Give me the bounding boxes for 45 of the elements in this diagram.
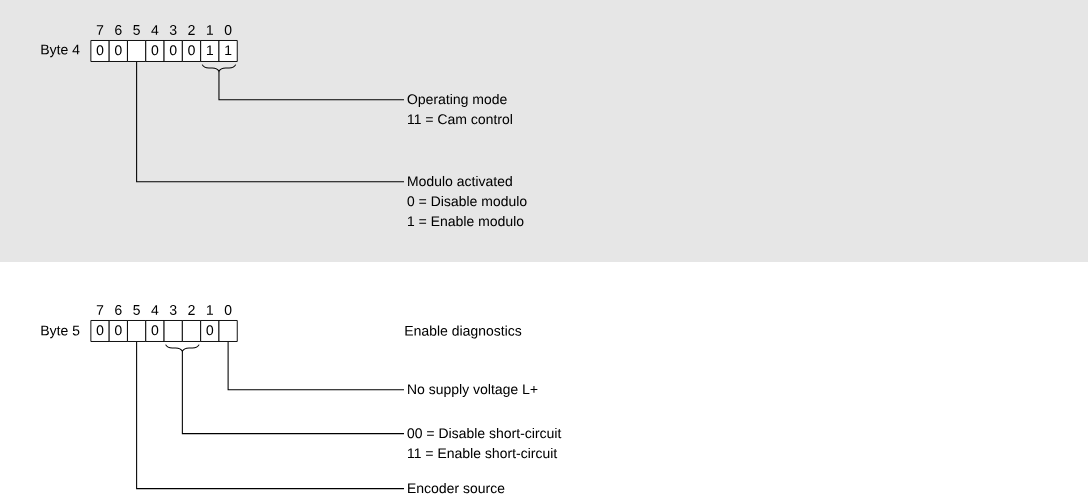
bit-number: 1 [207,305,213,315]
description-text: No supply voltage L+ [408,383,538,397]
bit-cell: 0 [145,320,165,342]
leader-line [181,350,405,435]
leader-line [136,341,405,490]
description-text: 00 = Disable short-circuit 11 = Enable short-circuit [407,427,562,459]
bit-cell: 0 [163,40,183,62]
bit-number: 7 [96,305,104,315]
bit-cell: 0 [108,320,128,342]
leader-line [227,341,405,391]
bit-cell: 0 [200,320,220,342]
empty-bit-cell [218,320,238,342]
byte-label: Byte 5 [41,325,80,339]
empty-bit-cell [127,320,147,342]
byte-label: Byte 4 [41,44,80,58]
bit-number: 5 [133,25,140,35]
empty-bit-cell [127,40,147,62]
bit-number: 0 [224,25,232,35]
bit-number: 2 [188,305,195,315]
bit-number: 0 [224,305,232,315]
bit-number: 6 [115,25,122,35]
bit-number: 2 [188,25,195,35]
empty-bit-cell [163,320,183,342]
bit-number: 4 [151,25,159,35]
empty-bit-cell [181,320,202,342]
description-text: Operating mode 11 = Cam control [407,93,512,125]
description-text: Modulo activated 0 = Disable modulo 1 = Enable modulo [407,175,527,227]
bit-number: 3 [169,305,177,315]
leader-line [136,61,405,183]
bit-cell: 1 [218,40,238,62]
bit-number: 7 [96,25,104,35]
bit-cell: 1 [200,40,220,62]
bit-cell: 0 [145,40,165,62]
byte-label: Enable diagnostics [405,325,522,339]
bit-number: 1 [207,25,213,35]
leader-line [218,70,405,101]
description-text: Encoder source [408,482,505,494]
bit-number: 3 [169,25,177,35]
bit-number: 4 [151,305,159,315]
bit-number: 5 [133,305,140,315]
bit-cell: 0 [108,40,128,62]
bit-number: 6 [115,305,122,315]
bit-cell: 0 [181,40,202,62]
bit-cell: 0 [90,40,110,62]
bit-cell: 0 [90,320,110,342]
